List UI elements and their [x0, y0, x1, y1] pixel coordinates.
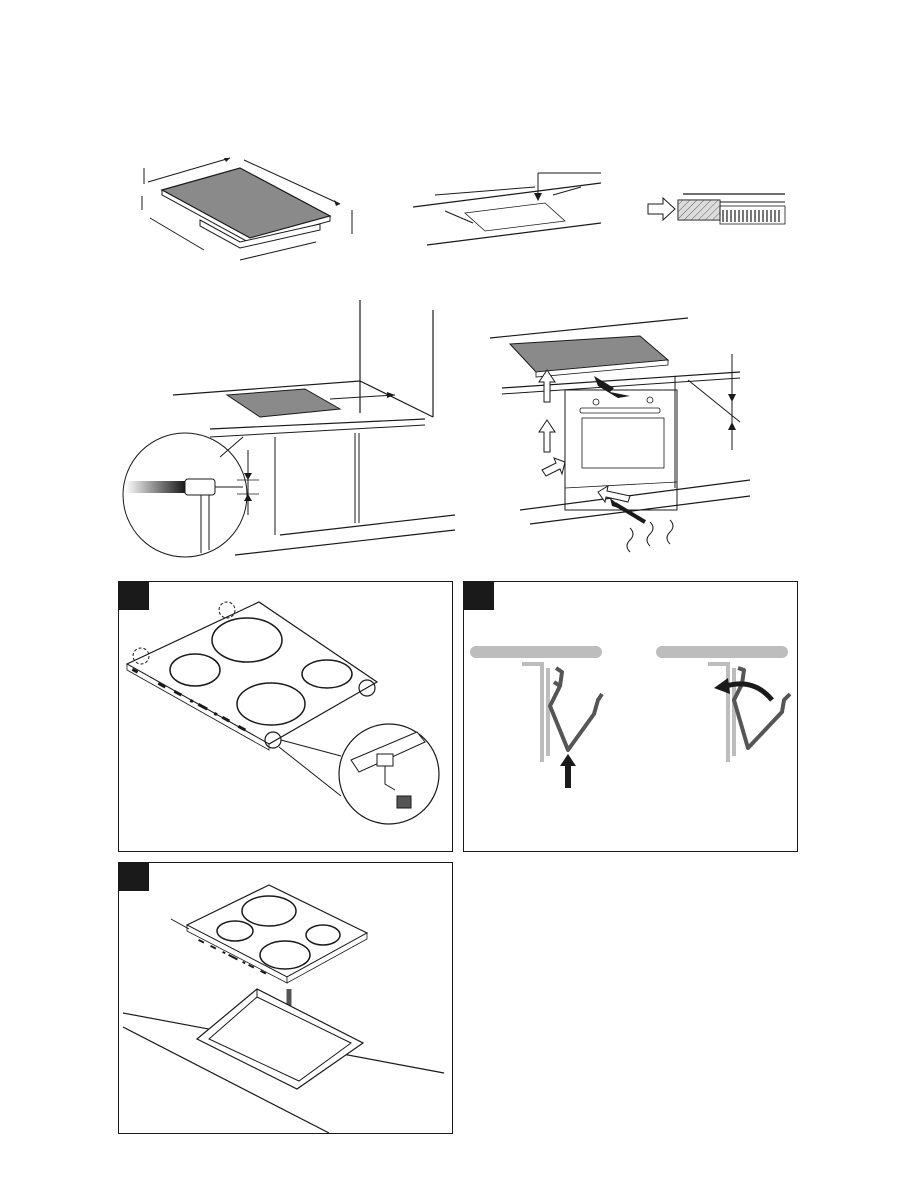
up-arrow-icon [560, 754, 576, 788]
figure-ventilation-oven [490, 310, 760, 560]
cutout-dimension-icon [405, 165, 605, 250]
step-1-badge [119, 582, 149, 610]
step-1-panel [118, 581, 453, 852]
clip-fitting-icon [464, 582, 797, 851]
ventilation-arrows-icon [490, 310, 760, 560]
figure-cutout-dimensions [405, 165, 605, 250]
wall-clearance-icon [115, 295, 460, 560]
figure-clearance-wall [115, 295, 460, 560]
figure-hob-dimensions [130, 150, 370, 270]
hob-dimension-icon [130, 150, 370, 270]
worktop-section-icon [645, 188, 790, 233]
hob-insert-icon [119, 863, 452, 1133]
hob-clips-icon [119, 582, 452, 851]
step-3-badge [119, 863, 149, 891]
step-3-panel [118, 862, 453, 1134]
step-2-badge [464, 582, 494, 610]
direction-arrow-icon [648, 198, 675, 220]
figure-worktop-edge [645, 188, 790, 233]
step-2-panel [463, 581, 798, 852]
